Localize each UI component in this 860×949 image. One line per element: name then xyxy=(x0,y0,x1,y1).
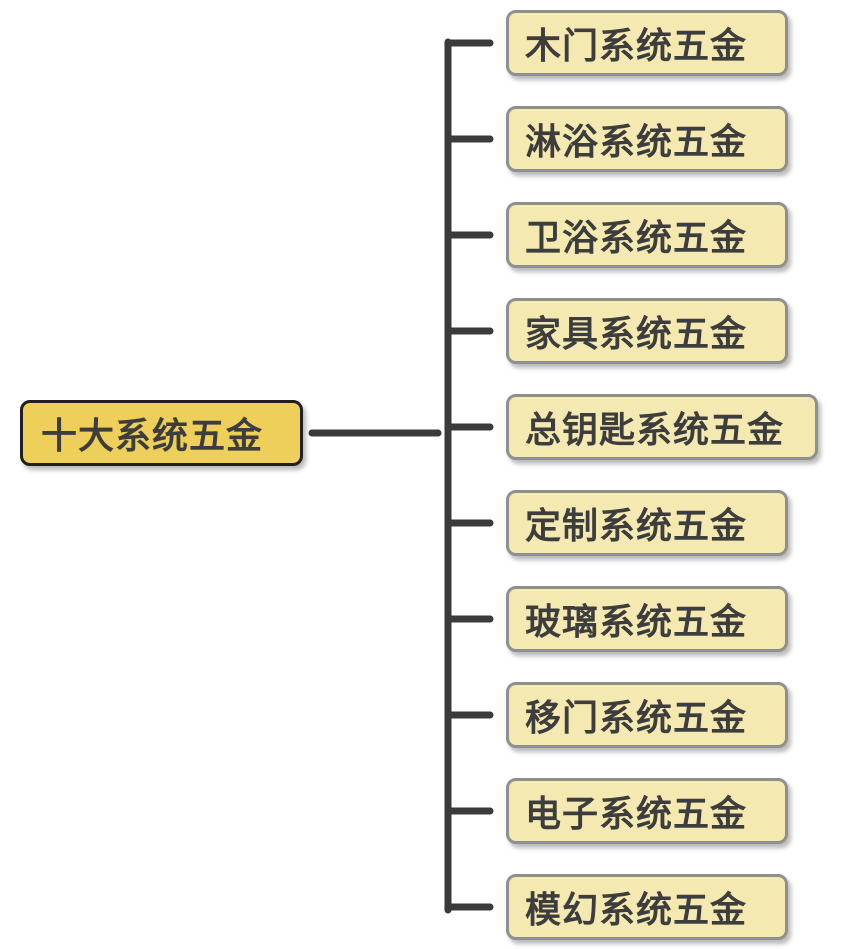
child-node-furniture[interactable]: 家具系统五金 xyxy=(506,298,788,364)
child-node-custom[interactable]: 定制系统五金 xyxy=(506,490,788,556)
child-node-glass[interactable]: 玻璃系统五金 xyxy=(506,586,788,652)
child-label: 卫浴系统五金 xyxy=(525,218,748,259)
child-label: 移门系统五金 xyxy=(525,698,748,739)
child-label: 淋浴系统五金 xyxy=(525,122,748,163)
root-node[interactable]: 十大系统五金 xyxy=(20,400,303,466)
child-label: 定制系统五金 xyxy=(525,506,748,547)
child-node-bathroom[interactable]: 卫浴系统五金 xyxy=(506,202,788,268)
branch-lines xyxy=(444,39,494,911)
root-label: 十大系统五金 xyxy=(41,416,264,457)
child-label: 玻璃系统五金 xyxy=(525,602,748,643)
child-label: 模幻系统五金 xyxy=(525,890,748,931)
child-label: 电子系统五金 xyxy=(525,794,748,835)
child-node-mohuan[interactable]: 模幻系统五金 xyxy=(506,874,788,940)
child-node-master-key[interactable]: 总钥匙系统五金 xyxy=(506,394,818,460)
child-node-wood-door[interactable]: 木门系统五金 xyxy=(506,10,788,76)
child-label: 木门系统五金 xyxy=(525,26,748,67)
child-label: 家具系统五金 xyxy=(525,314,748,355)
child-node-electronic[interactable]: 电子系统五金 xyxy=(506,778,788,844)
child-node-shower[interactable]: 淋浴系统五金 xyxy=(506,106,788,172)
child-label: 总钥匙系统五金 xyxy=(525,410,785,451)
child-node-sliding-door[interactable]: 移门系统五金 xyxy=(506,682,788,748)
